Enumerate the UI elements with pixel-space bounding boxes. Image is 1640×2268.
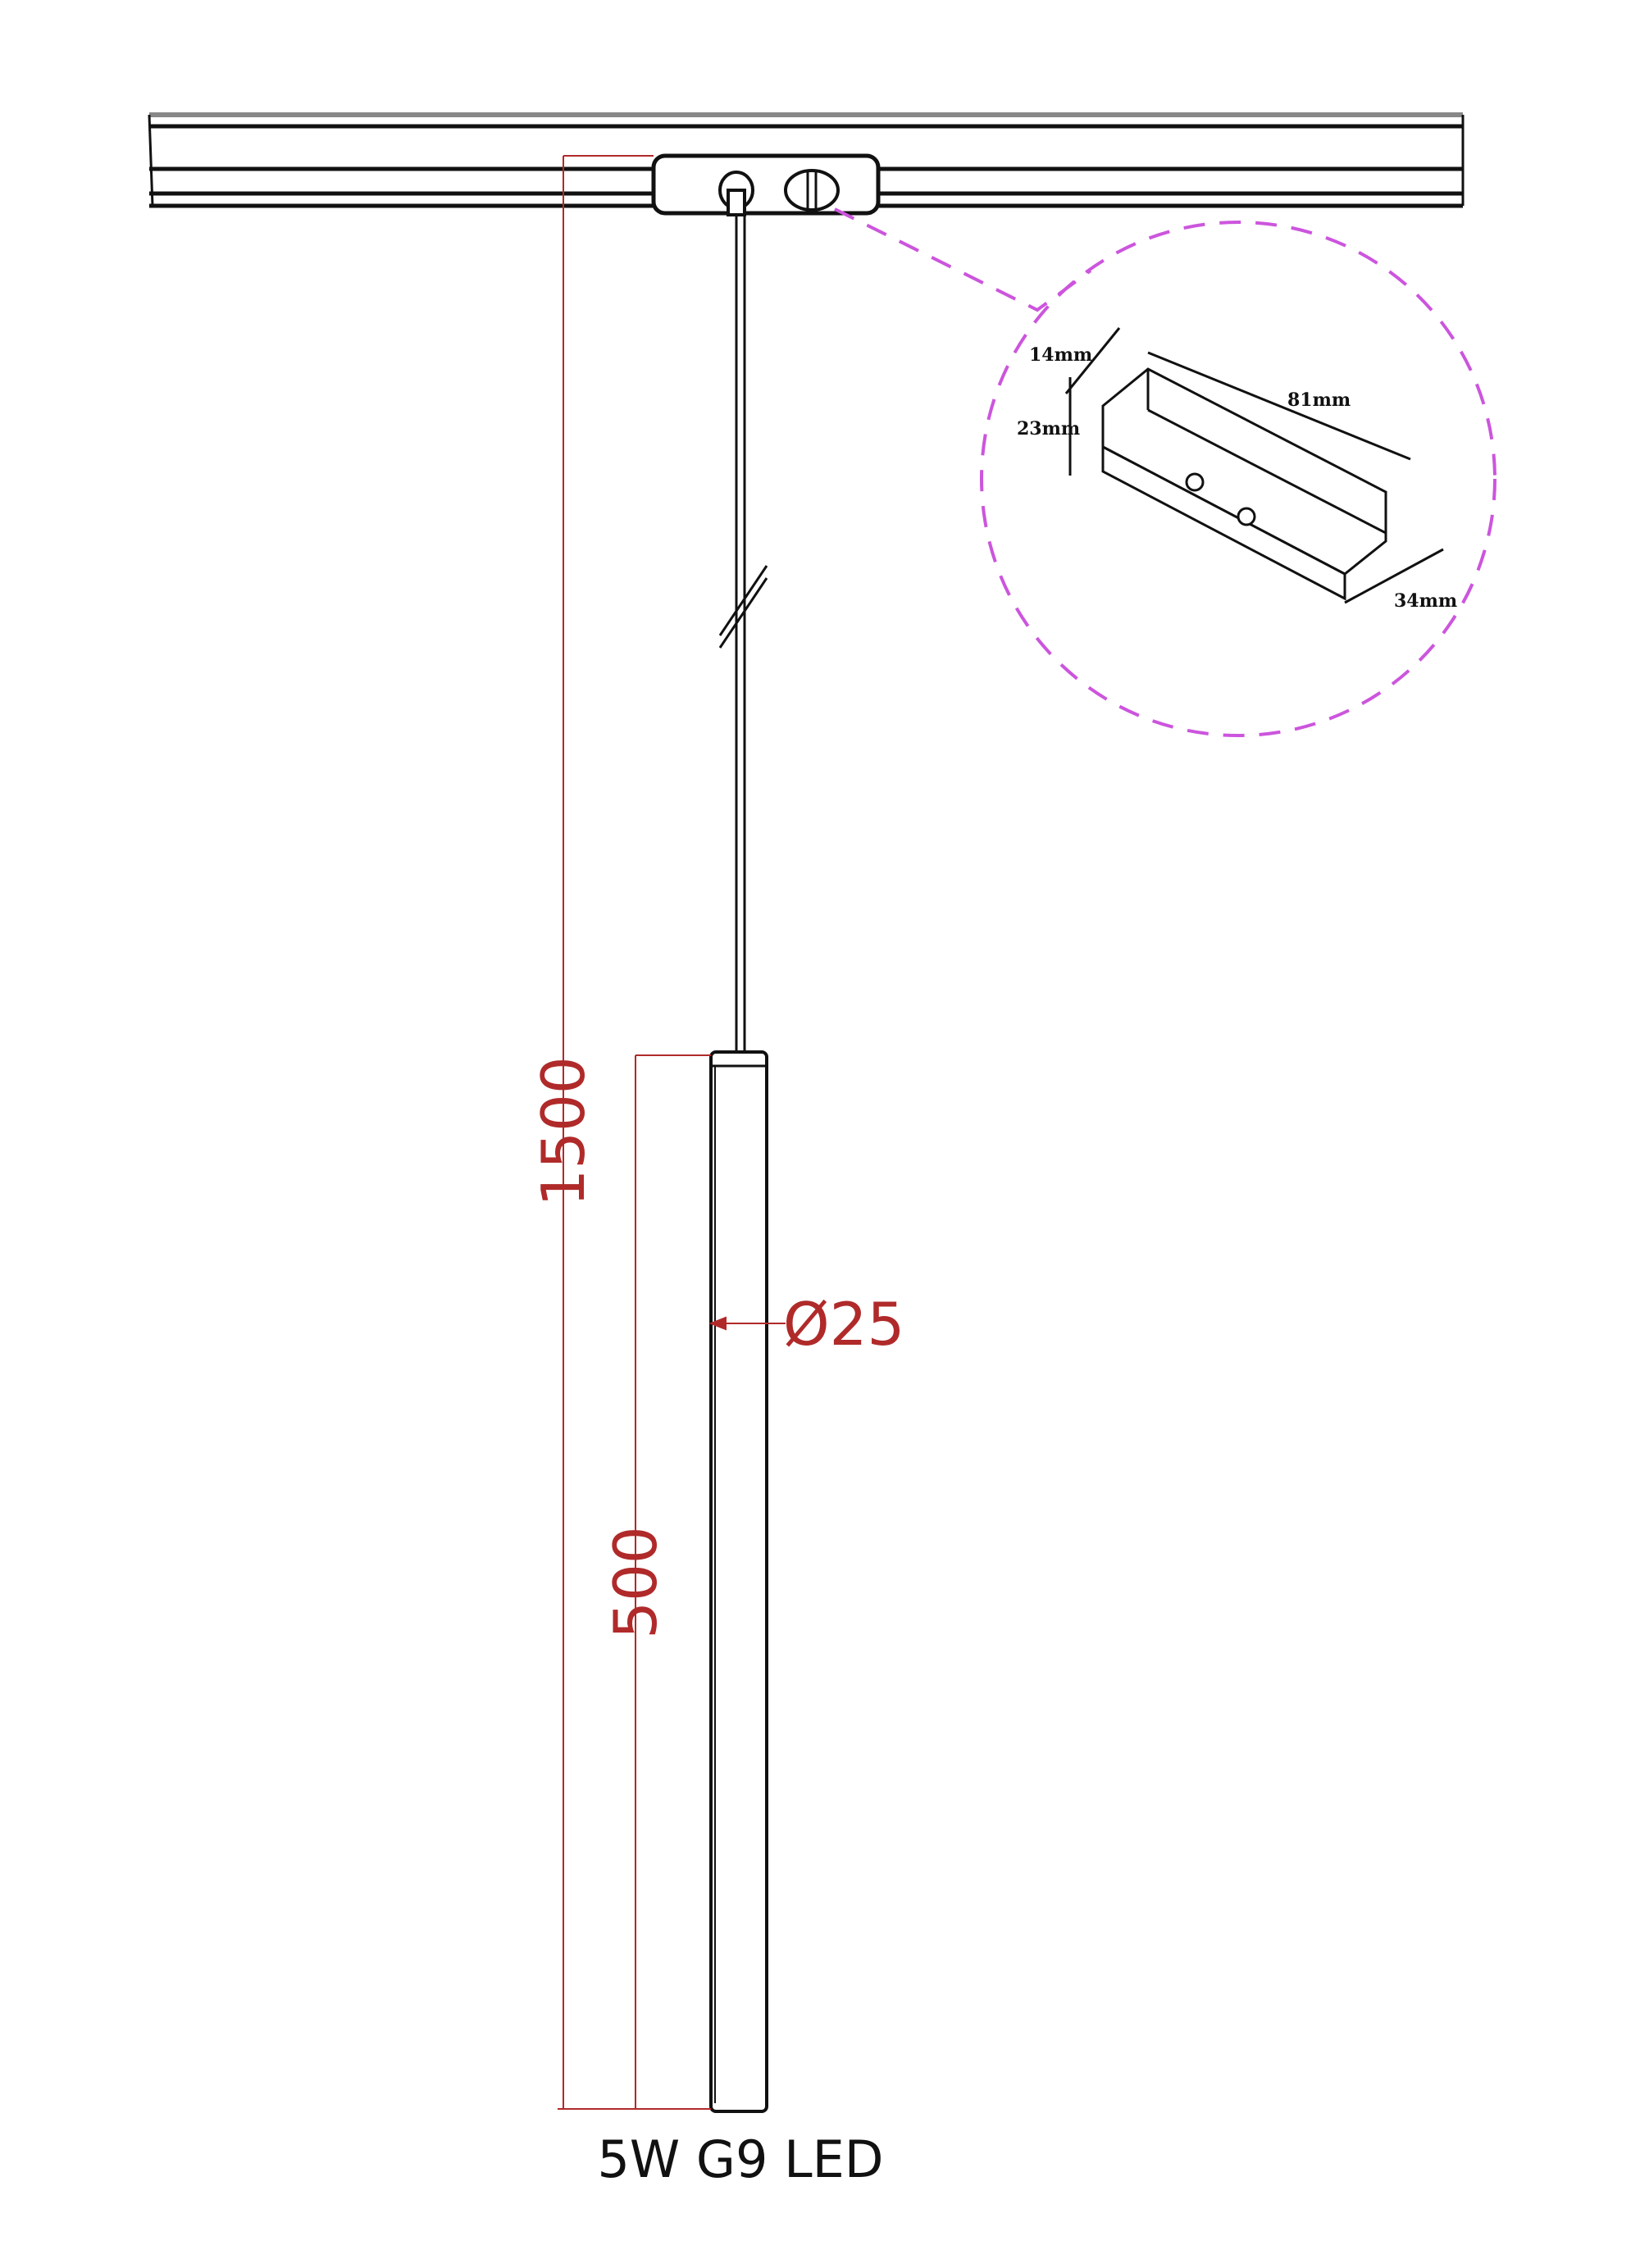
dimension-diameter: Ø25 (783, 1290, 904, 1359)
lamp-tube (709, 1050, 768, 2113)
dimension-lamp-length: 500 (601, 1526, 670, 1638)
detail-callout (834, 207, 1496, 737)
adapter-detail-illustration (1064, 327, 1444, 604)
dimension-lines (558, 155, 786, 2110)
product-caption: 5W G9 LED (597, 2129, 883, 2189)
break-mark (718, 577, 768, 649)
track-adapter (651, 153, 881, 216)
detail-depth: 34mm (1394, 590, 1457, 612)
detail-width: 14mm (1029, 344, 1092, 366)
dimension-total-height: 1500 (529, 1056, 598, 1206)
detail-height: 23mm (1017, 418, 1080, 439)
detail-length: 81mm (1287, 389, 1351, 411)
break-mark (718, 565, 768, 636)
suspension-cable (718, 215, 768, 1052)
